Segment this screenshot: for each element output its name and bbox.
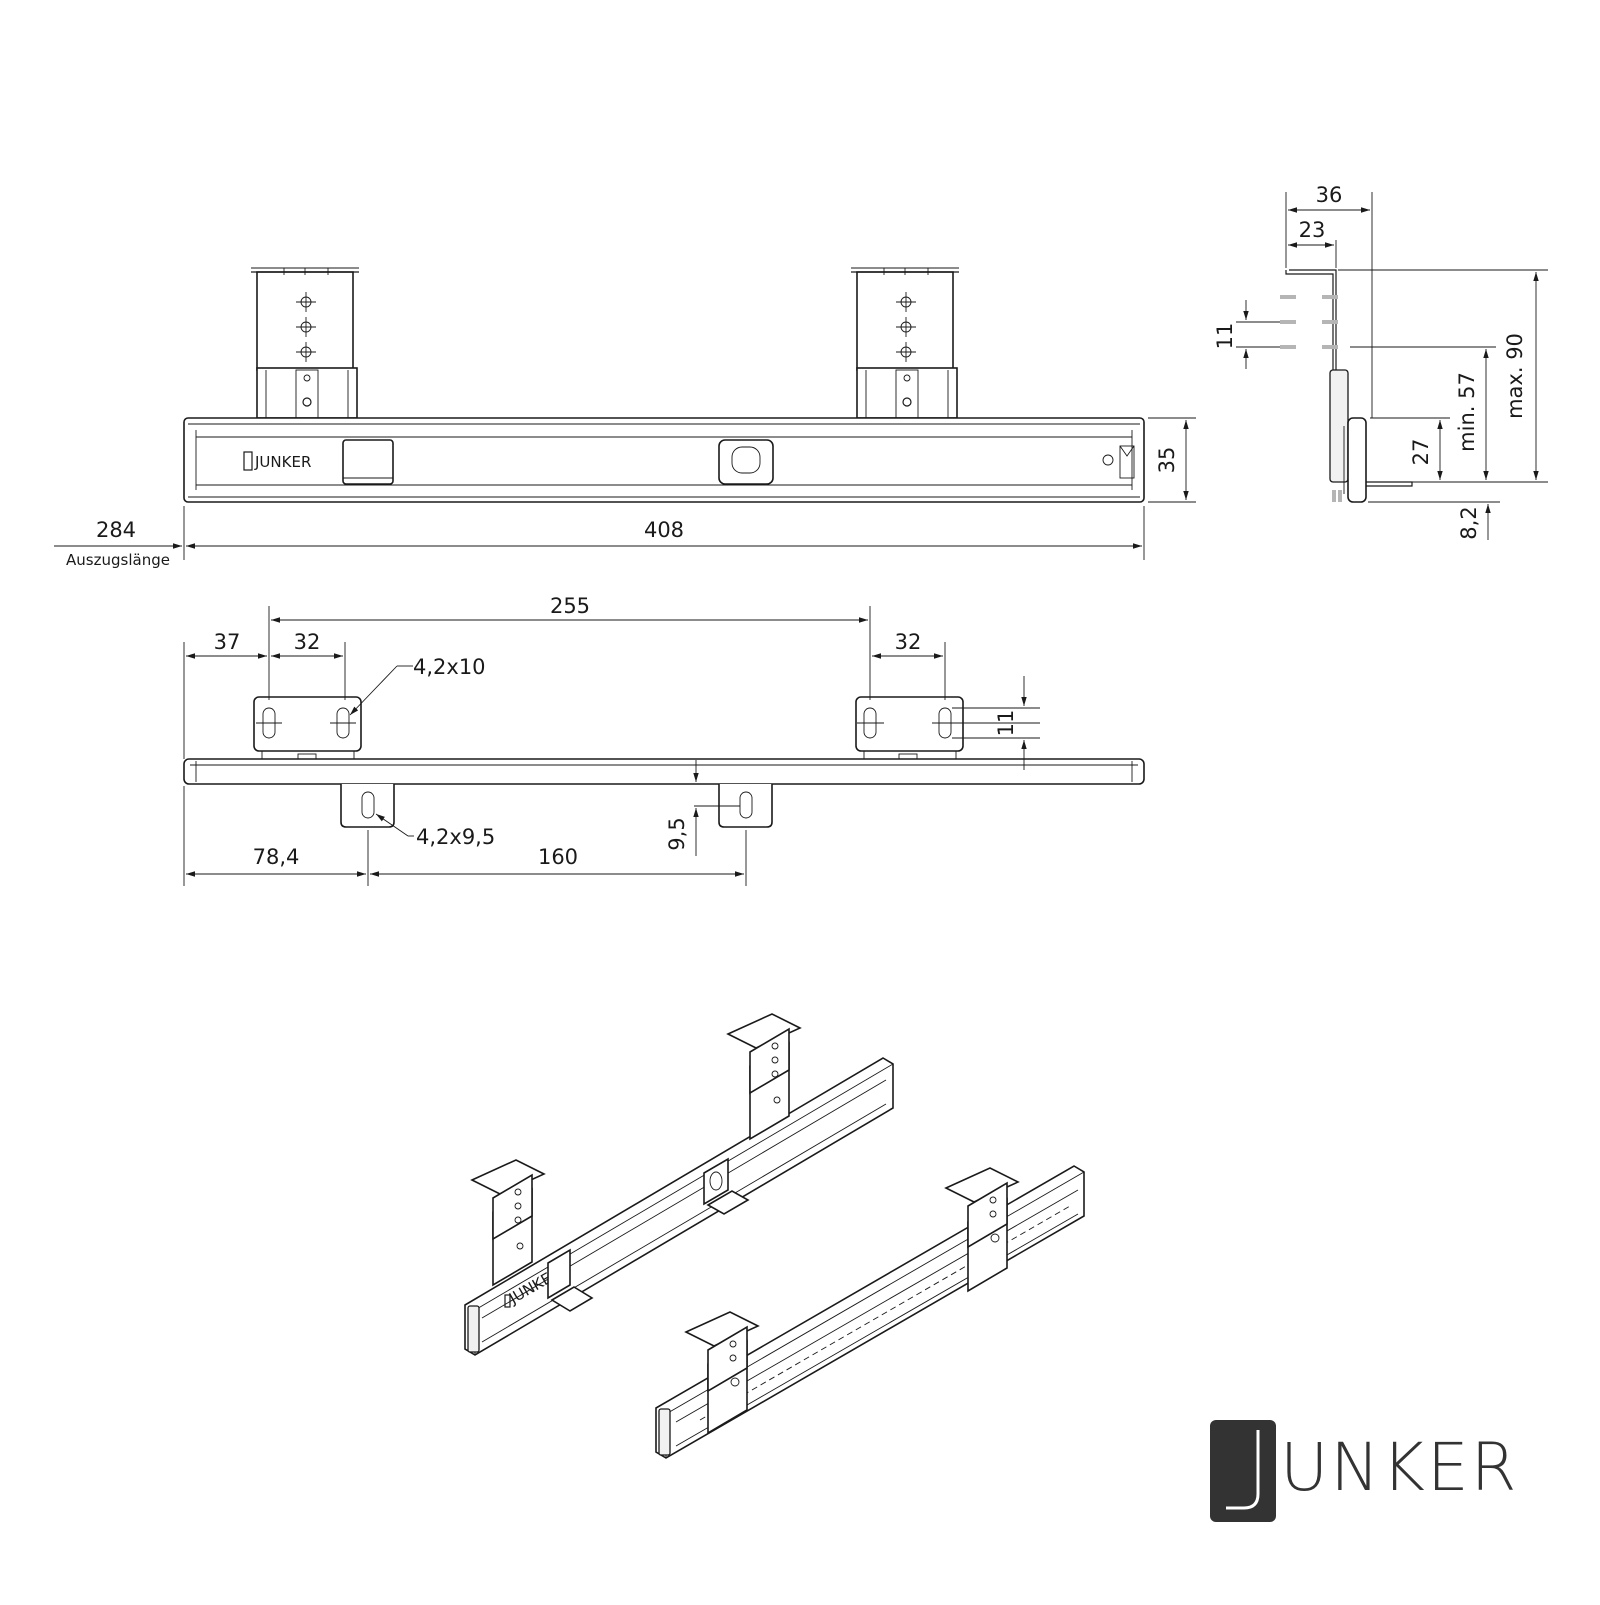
dim-11-slot: 11 [994,710,1018,737]
dim-height: 35 [1155,447,1179,474]
dim-overall-length: 408 [644,518,684,542]
dim-spacing-11: 11 [1213,323,1237,350]
dim-32-left: 32 [294,630,321,654]
dim-height-27: 27 [1409,439,1433,466]
side-view-rail-profile [1347,417,1367,503]
side-view-mount-plate [1329,369,1349,483]
dim-offset: 8,2 [1457,506,1481,539]
dim-width-23: 23 [1299,218,1326,242]
junker-logo: UNKER [1210,1420,1519,1522]
bottom-view-lower-right-tab [718,784,773,828]
logo-text: UNKER [1280,1429,1519,1506]
dim-slot-upper: 4,2x10 [413,655,486,679]
dim-min-height: min. 57 [1455,372,1479,452]
top-view: JUNKER 408 284 Auszugslänge 35 [54,267,1196,569]
rail-logo-mark [243,451,253,471]
bottom-view-dimensions: 255 37 32 32 11 4,2x10 4,2x9,5 7 [183,594,1040,886]
top-view-left-bracket [251,267,359,419]
dim-slot-lower: 4,2x9,5 [416,825,495,849]
side-view: 36 23 11 27 min. 57 max. 90 8,2 [1213,183,1548,540]
bottom-view-upper-left-bracket [253,696,362,762]
iso-upper-rail-assembly: JUNKER [464,1013,894,1356]
dim-extension-length: 284 [96,518,136,542]
dim-max-height: max. 90 [1503,333,1527,419]
side-view-dimensions: 36 23 11 27 min. 57 max. 90 8,2 [1213,183,1548,540]
iso-lower-rail-assembly [655,1165,1085,1459]
dim-255: 255 [550,594,590,618]
bottom-view-rail [183,758,1145,785]
dim-37: 37 [214,630,241,654]
logo-j-glyph [1226,1430,1260,1510]
dim-78-4: 78,4 [253,845,300,869]
dim-width-36: 36 [1316,183,1343,207]
top-view-rail: JUNKER [183,417,1145,503]
rail-brand-text: JUNKER [254,453,311,471]
bottom-view: 255 37 32 32 11 4,2x10 4,2x9,5 7 [183,594,1145,886]
top-view-dimensions: 408 284 Auszugslänge 35 [54,417,1196,569]
dim-9-5: 9,5 [665,817,689,850]
dim-extension-label: Auszugslänge [66,551,170,569]
top-view-right-bracket [851,267,959,419]
iso-rail-logo-mark [504,1294,511,1308]
side-view-ghost-holes [1280,295,1342,502]
isometric-view: JUNKER [464,1013,1085,1459]
dim-160: 160 [538,845,578,869]
bottom-view-upper-right-bracket [855,696,1040,762]
dim-32-right: 32 [895,630,922,654]
